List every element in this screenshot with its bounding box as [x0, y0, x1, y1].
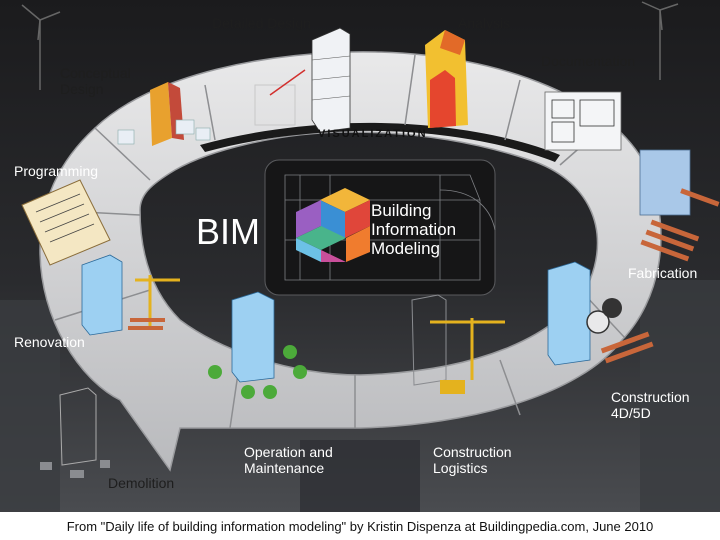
programming-clipboard-illustration [21, 179, 111, 266]
documentation-illustration [544, 91, 622, 151]
wind-turbines [21, 1, 679, 90]
lifecycle-ring [39, 51, 662, 472]
stage-label-construction-4d5d: Construction 4D/5D [611, 389, 690, 421]
bim-lifecycle-diagram: Detailed Design Analysis Documentation C… [0, 0, 720, 512]
operation-illustration [208, 291, 307, 399]
detailed-design-illustration [254, 27, 351, 133]
demolition-illustration [40, 387, 110, 478]
construction-illustration [547, 261, 654, 366]
conceptual-design-illustration [117, 82, 211, 146]
stage-label-construction-logistics: Construction Logistics [433, 444, 512, 476]
visualization-label: VISUALIZATION [318, 128, 428, 140]
analysis-illustration [425, 30, 468, 128]
stage-label-conceptual-design: Conceptual Design [60, 65, 131, 97]
source-caption: From "Daily life of building information… [66, 518, 654, 534]
stage-label-programming: Programming [14, 163, 99, 179]
stage-label-demolition: Demolition [108, 475, 175, 491]
diagram-graphics [0, 0, 720, 512]
bim-logo-text: Building Information Modeling [371, 201, 457, 258]
stage-label-documentation: Documentation [541, 53, 636, 69]
stage-label-renovation: Renovation [14, 334, 85, 350]
logistics-illustration [411, 294, 505, 394]
stage-label-operation-maintenance: Operation and Maintenance [244, 444, 333, 476]
bim-cube-logo [296, 188, 370, 262]
background-city [0, 280, 720, 512]
fabrication-illustration [639, 149, 720, 262]
bim-label: BIM [196, 211, 261, 252]
stage-label-fabrication: Fabrication [628, 265, 698, 281]
renovation-illustration [81, 254, 180, 336]
stage-label-analysis: Analysis [458, 15, 511, 31]
stage-label-detailed-design: Detailed Design [212, 15, 311, 31]
visualization-band [200, 122, 560, 162]
